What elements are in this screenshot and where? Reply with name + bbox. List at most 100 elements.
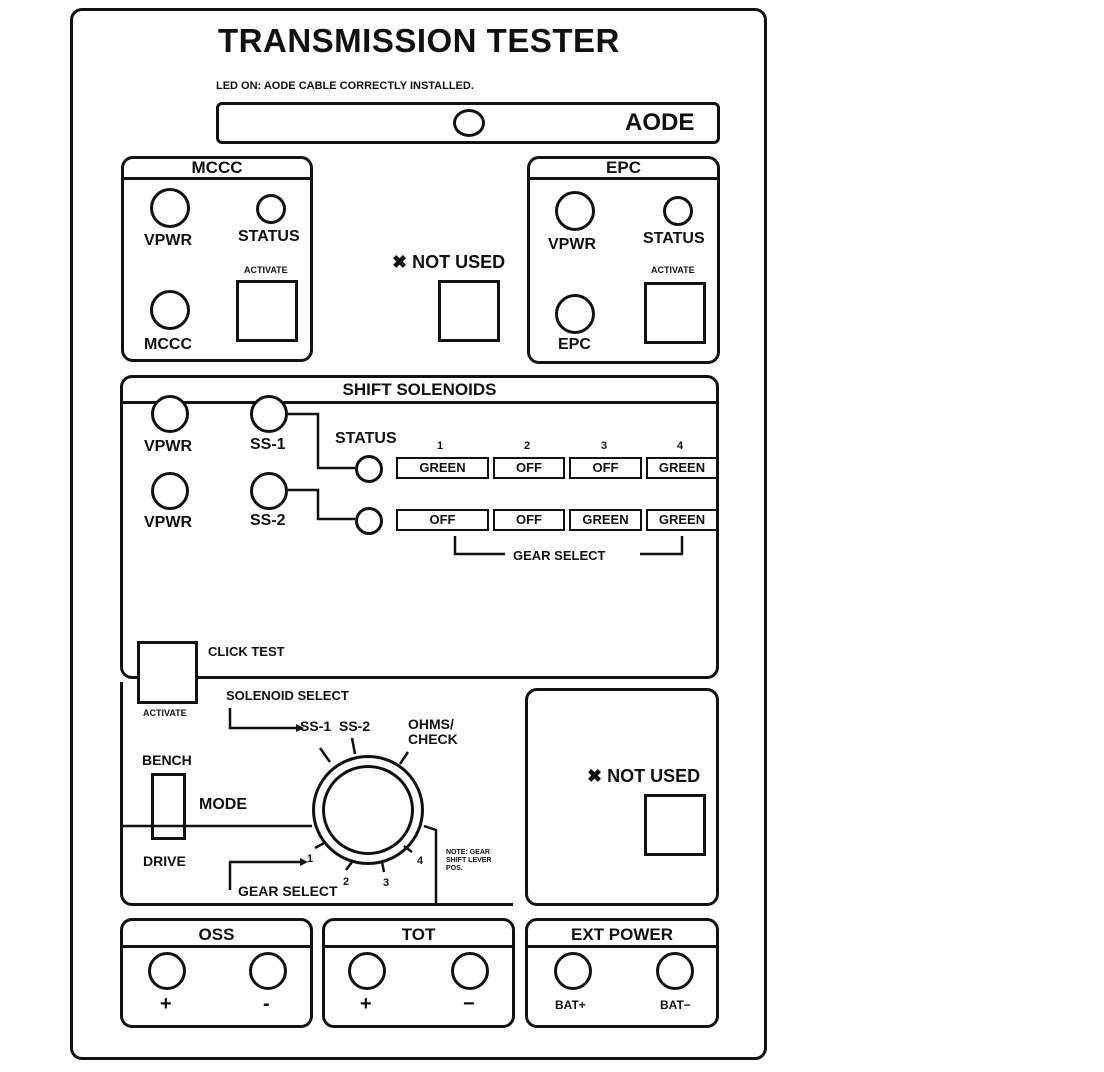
not-used-bottom-button[interactable] bbox=[644, 794, 706, 856]
mode-toggle-switch[interactable] bbox=[151, 773, 186, 840]
solenoid-select-label: SOLENOID SELECT bbox=[226, 688, 349, 703]
click-test-label: CLICK TEST bbox=[208, 644, 285, 659]
epc-vpwr-label: VPWR bbox=[548, 236, 596, 253]
mccc-box bbox=[121, 156, 313, 362]
tot-plus-label: + bbox=[360, 993, 372, 1015]
tot-minus-label: − bbox=[463, 993, 475, 1015]
ext-power-header: EXT POWER bbox=[570, 925, 673, 944]
ss1-gear4-state: GREEN bbox=[646, 457, 718, 479]
note-line-1: NOTE: GEAR bbox=[446, 849, 490, 856]
mode-selector-box bbox=[120, 682, 513, 906]
mode-label: MODE bbox=[199, 796, 247, 813]
ss1-jack[interactable] bbox=[250, 395, 288, 433]
tot-plus-jack[interactable] bbox=[348, 952, 386, 990]
epc-activate-button[interactable] bbox=[644, 282, 706, 344]
click-test-activate-label: ACTIVATE bbox=[143, 708, 187, 718]
epc-header-rule bbox=[529, 177, 718, 180]
mccc-status-led bbox=[256, 194, 286, 224]
epc-status-label: STATUS bbox=[643, 230, 705, 247]
dial-tick-g2 bbox=[345, 861, 353, 871]
gear-select-arrow bbox=[228, 860, 300, 890]
ss2-gear4-state: GREEN bbox=[646, 509, 718, 531]
aode-led bbox=[453, 109, 485, 137]
not-used-bottom-box bbox=[525, 688, 719, 906]
dial-tick-g4 bbox=[403, 845, 413, 853]
ss2-status-led bbox=[355, 507, 383, 535]
ss2-connector bbox=[288, 488, 355, 521]
not-used-top-button[interactable] bbox=[438, 280, 500, 342]
tot-box bbox=[322, 918, 515, 1028]
mccc-vpwr-jack[interactable] bbox=[150, 188, 190, 228]
gear-number-1: 1 bbox=[437, 440, 444, 452]
ss2-jack[interactable] bbox=[250, 472, 288, 510]
ext-bat-plus-label: BAT+ bbox=[555, 998, 586, 1012]
oss-plus-label: + bbox=[160, 993, 172, 1015]
aode-strip bbox=[216, 102, 720, 144]
mccc-activate-label: ACTIVATE bbox=[244, 265, 288, 275]
shift-vpwr2-label: VPWR bbox=[144, 514, 192, 531]
oss-minus-label: - bbox=[263, 993, 270, 1015]
gear-select-bracket bbox=[453, 536, 505, 556]
ext-bat-minus-jack[interactable] bbox=[656, 952, 694, 990]
oss-header-rule bbox=[122, 945, 311, 948]
epc-epc-label: EPC bbox=[558, 336, 591, 353]
gear-select-arrowhead bbox=[300, 858, 308, 866]
mccc-mccc-jack[interactable] bbox=[150, 290, 190, 330]
dial-tick-ss2 bbox=[350, 737, 357, 755]
epc-epc-jack[interactable] bbox=[555, 294, 595, 334]
dial-check-label: CHECK bbox=[408, 731, 458, 747]
dial-gear3-label: 3 bbox=[383, 877, 390, 889]
shift-vpwr2-jack[interactable] bbox=[151, 472, 189, 510]
solenoid-select-arrowhead bbox=[296, 724, 304, 732]
click-test-button[interactable] bbox=[137, 641, 198, 704]
selector-dial-inner bbox=[322, 765, 414, 855]
ss1-gear3-state: OFF bbox=[569, 457, 642, 479]
ss1-status-led bbox=[355, 455, 383, 483]
dial-ss1-label: SS-1 bbox=[300, 718, 332, 734]
epc-box bbox=[527, 156, 720, 364]
ext-bat-plus-jack[interactable] bbox=[554, 952, 592, 990]
tot-minus-jack[interactable] bbox=[451, 952, 489, 990]
gear-number-2: 2 bbox=[524, 440, 531, 452]
gear-select-bracket-label: GEAR SELECT bbox=[513, 548, 606, 563]
tot-header: TOT bbox=[401, 925, 436, 944]
gear-select-bracket-right bbox=[640, 536, 684, 556]
not-used-top-label: ✖ NOT USED bbox=[392, 252, 506, 272]
dial-tick-g3 bbox=[380, 861, 386, 873]
note-bracket bbox=[423, 824, 438, 904]
epc-status-led bbox=[663, 196, 693, 226]
ss1-gear2-state: OFF bbox=[493, 457, 565, 479]
oss-plus-jack[interactable] bbox=[148, 952, 186, 990]
dial-tick-g1 bbox=[314, 840, 327, 850]
ss1-label: SS-1 bbox=[250, 436, 286, 453]
mccc-header: MCCC bbox=[191, 158, 243, 177]
ss2-gear1-state: OFF bbox=[396, 509, 489, 531]
dial-gear1-label: 1 bbox=[307, 853, 314, 865]
epc-vpwr-jack[interactable] bbox=[555, 191, 595, 231]
mccc-status-label: STATUS bbox=[238, 228, 300, 245]
tester-panel bbox=[70, 8, 767, 1060]
page-title: TRANSMISSION TESTER bbox=[218, 22, 620, 59]
ss1-connector bbox=[288, 412, 355, 470]
shift-vpwr1-jack[interactable] bbox=[151, 395, 189, 433]
shift-solenoids-header: SHIFT SOLENOIDS bbox=[342, 380, 497, 399]
mccc-activate-button[interactable] bbox=[236, 280, 298, 342]
dial-ss2-label: SS-2 bbox=[339, 718, 371, 734]
shift-vpwr1-label: VPWR bbox=[144, 438, 192, 455]
gear-number-3: 3 bbox=[601, 440, 608, 452]
not-used-bottom-label: ✖ NOT USED bbox=[587, 766, 701, 786]
oss-minus-jack[interactable] bbox=[249, 952, 287, 990]
dial-gear4-label: 4 bbox=[417, 855, 424, 867]
gear-number-4: 4 bbox=[677, 440, 684, 452]
mccc-vpwr-label: VPWR bbox=[144, 232, 192, 249]
dial-tick-ss1 bbox=[318, 747, 332, 763]
solenoid-select-arrow bbox=[228, 708, 296, 730]
oss-header: OSS bbox=[198, 925, 235, 944]
note-line-2: SHIFT LEVER bbox=[446, 857, 492, 864]
dial-gear-select-label: GEAR SELECT bbox=[238, 883, 338, 899]
tot-header-rule bbox=[324, 945, 513, 948]
ext-power-header-rule bbox=[527, 945, 717, 948]
dial-ohms-label: OHMS/ bbox=[408, 716, 454, 732]
dial-gear2-label: 2 bbox=[343, 876, 350, 888]
